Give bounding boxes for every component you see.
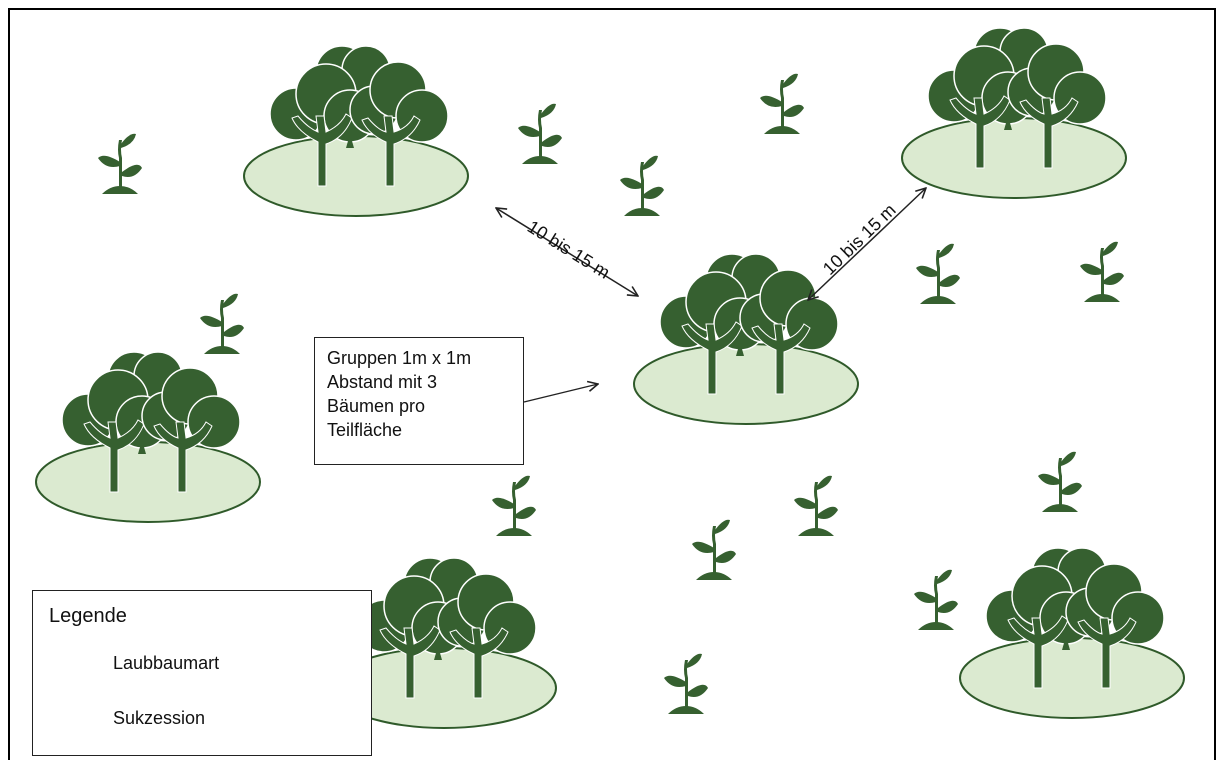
sapling-icon — [98, 133, 142, 194]
sapling-icon — [492, 475, 536, 536]
sapling-icon — [916, 243, 960, 304]
legend-title: Legende — [49, 605, 127, 627]
sapling-icon — [1038, 451, 1082, 512]
tree-group-icon — [35, 351, 261, 523]
sapling-icon — [914, 569, 958, 630]
sapling-icon — [620, 155, 664, 216]
tree-group-icon — [901, 27, 1127, 199]
group-info-callout: Gruppen 1m x 1m Abstand mit 3 Bäumen pro… — [314, 337, 524, 465]
callout-pointer-arrow — [523, 384, 598, 403]
tree-group-icon — [243, 45, 469, 217]
legend-item-label: Laubbaumart — [113, 653, 220, 673]
tree-group-icon — [633, 253, 859, 425]
sapling-icon — [760, 73, 804, 134]
sapling-icon — [200, 293, 244, 354]
diagram-frame — [8, 8, 1216, 760]
callout-line: Gruppen 1m x 1m — [327, 348, 472, 368]
sapling-icon — [664, 653, 708, 714]
sapling-icon — [692, 519, 736, 580]
distance-arrow-left — [496, 208, 638, 296]
distance-label-right: 10 bis 15 m — [819, 200, 900, 279]
callout-line: Bäumen pro — [327, 396, 426, 416]
distance-arrow-right — [808, 188, 926, 300]
sapling-icon — [794, 475, 838, 536]
distance-label-left: 10 bis 15 m — [524, 216, 614, 282]
legend-item-label: Sukzession — [113, 708, 206, 728]
legend-box: Legende Laubbaumart Sukzession — [32, 590, 372, 756]
callout-line: Abstand mit 3 — [327, 372, 438, 392]
tree-group-icon — [959, 547, 1185, 719]
sapling-icon — [1080, 241, 1124, 302]
sapling-icon — [518, 103, 562, 164]
callout-line: Teilfläche — [327, 420, 403, 440]
